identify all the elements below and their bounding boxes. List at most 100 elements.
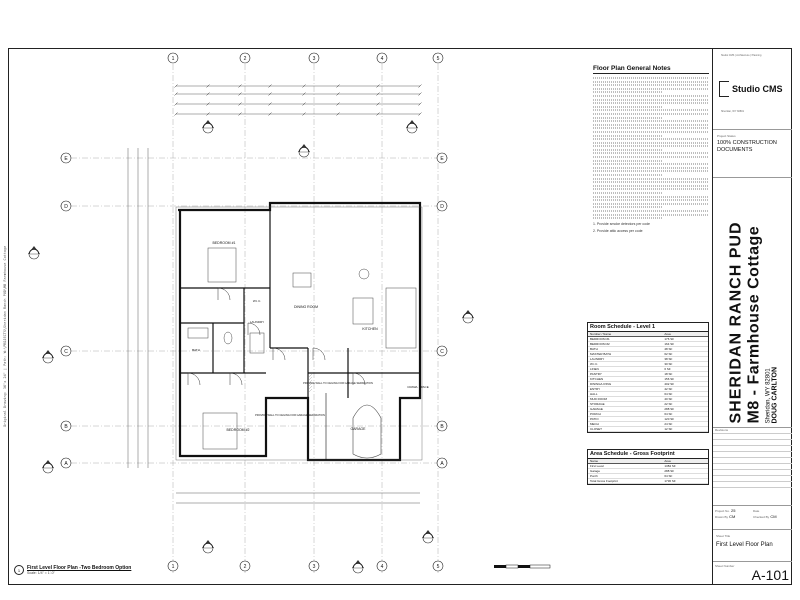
dimension-tick <box>376 102 380 106</box>
exterior-wall-outline <box>175 206 423 461</box>
grid-bubble-col <box>432 52 444 64</box>
note-text-line <box>593 209 709 212</box>
note-text-line <box>593 152 709 155</box>
project-no: 25 <box>730 508 736 513</box>
grid-bubble-row <box>60 345 72 357</box>
revisions-block: Revisions <box>713 428 792 506</box>
room-schedule-cell-area: 176 SF <box>664 337 675 341</box>
note-text-line <box>593 91 663 94</box>
room-schedule-cell-area: 12 SF <box>664 427 673 431</box>
laundry-machines <box>249 332 265 354</box>
room-schedule-cell-area: 120 SF <box>664 417 675 421</box>
area-schedule-cell-name: Porch <box>590 474 598 478</box>
dimension-tick <box>302 92 306 96</box>
grid-bubble-row-right <box>436 200 448 212</box>
room-schedule-cell-name: LAUNDRY <box>590 357 605 361</box>
wall-hatch <box>307 376 313 382</box>
room-schedule-cell-name: DINING/LIVING <box>590 382 612 386</box>
room-schedule-cell-name: MASTER BATH <box>590 352 612 356</box>
room-schedule-cell-area: 64 SF <box>664 412 673 416</box>
dimension-tick <box>268 102 272 106</box>
dimension-tick <box>238 92 242 96</box>
dining-table <box>292 272 312 288</box>
note-text-line <box>593 217 663 220</box>
project-status-block: Project Status 100% CONSTRUCTION DOCUMEN… <box>713 130 792 178</box>
grid-label-col: 4 <box>381 56 384 62</box>
note-text-line <box>593 195 709 198</box>
area-schedule: Area Schedule - Gross Footprint Name Are… <box>587 449 709 485</box>
room-label-kitchen: KITCHEN <box>362 327 378 331</box>
car-outline <box>352 404 382 459</box>
checked-label: Checked By <box>753 515 770 519</box>
note-text-line <box>593 148 663 151</box>
room-schedule-cell-area: 6 SF <box>664 367 671 371</box>
door-swing <box>352 372 366 386</box>
room-schedule-cell-area: 24 SF <box>664 422 673 426</box>
sheet-number-block: Sheet Number A-101 <box>713 562 792 585</box>
wall-hatch <box>307 388 313 394</box>
area-schedule-title: Area Schedule - Gross Footprint <box>588 450 708 459</box>
revisions-label: Revisions <box>713 428 792 434</box>
room-label-garage: GARAGE <box>351 427 367 431</box>
note-text-line <box>593 213 709 216</box>
grid-label-row-right: C <box>440 349 444 355</box>
note-text-line <box>593 181 709 184</box>
room-schedule-cell-name: PANTRY <box>590 372 602 376</box>
dimension-tick <box>206 92 210 96</box>
dimension-tick <box>376 92 380 96</box>
grid-label-col: 3 <box>313 56 316 62</box>
note-text-line <box>593 138 709 141</box>
room-label-laundry: LAUNDRY <box>250 320 264 324</box>
note-text-line <box>593 159 663 162</box>
drawn-label: Drawn By <box>715 515 729 519</box>
door-swing <box>247 322 261 336</box>
note-text-line <box>593 199 709 202</box>
room-schedule-cell-area: 64 SF <box>664 392 673 396</box>
dimension-tick <box>206 102 210 106</box>
firm-logo-icon <box>719 80 729 97</box>
drawn-by: CM <box>729 514 736 519</box>
toilet <box>223 331 233 345</box>
grid-label-row-right: E <box>440 156 444 162</box>
room-schedule-title: Room Schedule - Level 1 <box>588 323 708 332</box>
bed-1 <box>207 247 237 283</box>
dimension-tick <box>302 84 306 88</box>
room-label-bedroom1: BEDROOM #1 <box>213 241 236 245</box>
firm-name: Studio CMS <box>732 83 783 94</box>
grid-bubble-col-bottom <box>432 560 444 572</box>
door-swing <box>187 372 201 386</box>
room-schedule-cell-area: 38 SF <box>664 357 673 361</box>
note-text-line <box>593 87 709 90</box>
grid-label-col: 1 <box>172 56 175 62</box>
area-schedule-cell-area: 1384 SF <box>664 464 676 468</box>
checked-by: CM <box>770 514 777 519</box>
grid-bubble-row-right <box>436 345 448 357</box>
dimension-tick <box>238 102 242 106</box>
caption-title: First Level Floor Plan -Two Bedroom Opti… <box>27 565 132 571</box>
room-schedule-cell-name: GARAGE <box>590 407 603 411</box>
grid-bubble-col-bottom <box>239 560 251 572</box>
dimension-tick <box>376 84 380 88</box>
room-schedule-cell-name: BEDROOM #2 <box>590 342 610 346</box>
dining-chair <box>358 268 370 280</box>
caption-number: 1 <box>14 565 24 575</box>
room-schedule-cell-name: W.I.C. <box>590 362 599 366</box>
room-schedule-cell-area: 402 SF <box>664 382 675 386</box>
door-swing <box>217 287 231 301</box>
grid-label-row-right: B <box>440 424 444 430</box>
room-schedule-cell-name: STORAGE <box>590 402 605 406</box>
firm-logo-block: Studio CMS | Architecture | Planning Stu… <box>713 48 792 130</box>
grid-label-row: D <box>64 204 68 210</box>
note-text-line <box>593 145 709 148</box>
